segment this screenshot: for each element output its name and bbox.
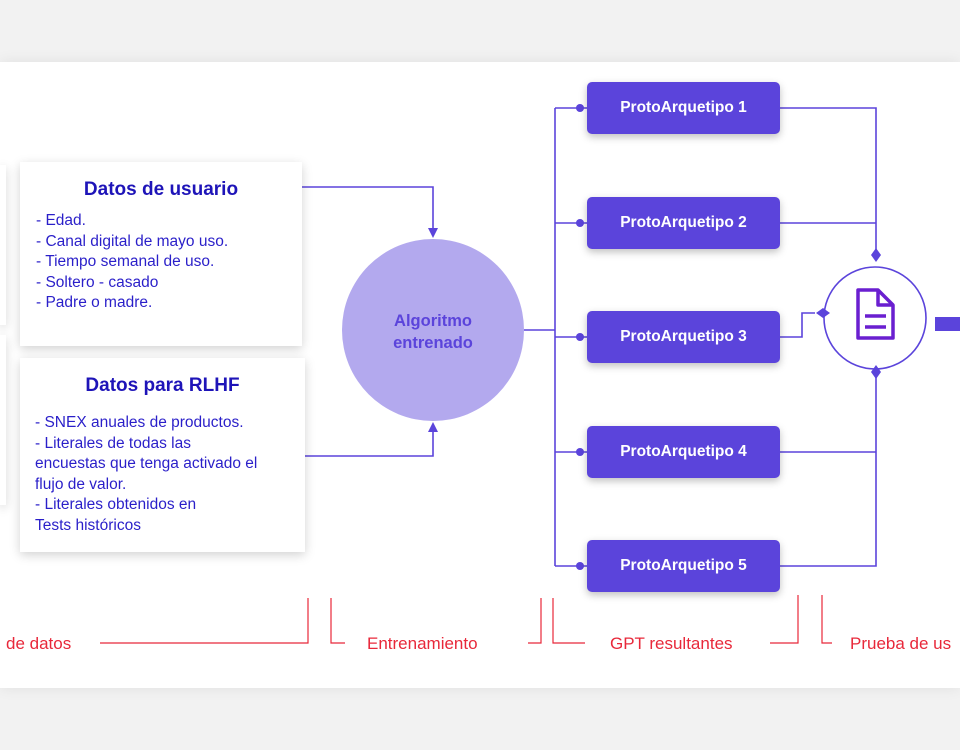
card-title: Datos para RLHF bbox=[85, 375, 240, 396]
list-item: - Tiempo semanal de uso. bbox=[36, 253, 215, 270]
proto-archetype-5: ProtoArquetipo 5 bbox=[587, 540, 780, 592]
connector-dot bbox=[576, 562, 584, 570]
connector-dot bbox=[576, 448, 584, 456]
list-item: flujo de valor. bbox=[35, 475, 127, 493]
list-item: encuestas que tenga activado el bbox=[35, 455, 258, 472]
connector-dot bbox=[576, 104, 584, 112]
connector-rlhf-data bbox=[305, 430, 434, 457]
stage-label-entrenamiento: Entrenamiento bbox=[367, 634, 478, 653]
connector-dot bbox=[576, 219, 584, 227]
algorithm-circle bbox=[342, 239, 524, 421]
document-icon bbox=[856, 288, 895, 340]
list-item: - Literales de todas las bbox=[35, 434, 191, 452]
list-item: - Canal digital de mayo uso. bbox=[36, 232, 229, 250]
algorithm-label-2: entrenado bbox=[393, 334, 473, 352]
right-bus-top bbox=[780, 107, 877, 255]
connector-user-data bbox=[302, 186, 434, 230]
proto-archetype-4: ProtoArquetipo 4 bbox=[587, 426, 780, 478]
stage-label-prueba: Prueba de us bbox=[850, 634, 951, 653]
arrow-up-icon bbox=[428, 422, 438, 432]
proto-archetype-3: ProtoArquetipo 3 bbox=[587, 311, 780, 363]
user-data-card: Datos de usuario - Edad. - Canal digital… bbox=[20, 162, 302, 346]
list-item: - Soltero - casado bbox=[36, 273, 159, 291]
diamond-icon bbox=[816, 308, 830, 318]
stage-label-gpt: GPT resultantes bbox=[610, 634, 733, 653]
connector-dot bbox=[576, 333, 584, 341]
list-item: - Padre o madre. bbox=[36, 294, 153, 311]
document-circle bbox=[823, 266, 927, 370]
stage-brackets bbox=[100, 595, 832, 644]
output-arrow-bar bbox=[935, 317, 960, 331]
connector-proto3 bbox=[780, 312, 815, 338]
algorithm-label-1: Algoritmo bbox=[394, 312, 472, 330]
partial-card-left-2 bbox=[0, 335, 6, 505]
diamond-icon bbox=[871, 248, 881, 262]
proto-archetype-2: ProtoArquetipo 2 bbox=[587, 197, 780, 249]
list-item: Tests históricos bbox=[35, 516, 141, 534]
stage-label-datos: de datos bbox=[6, 634, 71, 653]
proto-archetype-1: ProtoArquetipo 1 bbox=[587, 82, 780, 134]
rlhf-data-card: Datos para RLHF - SNEX anuales de produc… bbox=[20, 358, 305, 552]
card-title: Datos de usuario bbox=[83, 179, 239, 200]
diamond-icon bbox=[871, 365, 881, 379]
list-item: - Edad. bbox=[36, 212, 86, 229]
list-item: - Literales obtenidos en bbox=[35, 496, 197, 513]
arrow-down-icon bbox=[428, 228, 438, 238]
right-bus-bottom bbox=[780, 372, 877, 567]
list-item: - SNEX anuales de productos. bbox=[35, 414, 244, 431]
left-bus-branches bbox=[555, 107, 587, 567]
partial-card-left-1 bbox=[0, 165, 6, 325]
